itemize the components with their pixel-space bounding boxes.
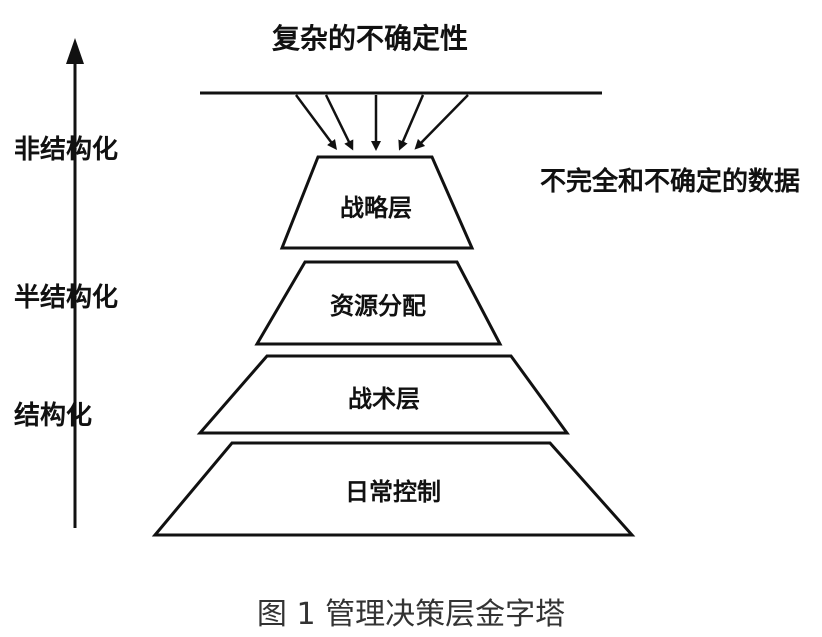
arrow-1 xyxy=(294,94,337,151)
axis-arrow-icon xyxy=(66,38,84,64)
layer-daily-label: 日常控制 xyxy=(345,478,441,506)
axis-label-unstructured: 非结构化 xyxy=(14,135,118,165)
layer-tactical-shape xyxy=(196,354,570,435)
axis-label-structured: 结构化 xyxy=(14,401,92,431)
arrow-2 xyxy=(324,94,354,151)
layer-tactical-label: 战术层 xyxy=(348,385,420,413)
layer-strategic-shape xyxy=(279,155,475,250)
layer-strategic-label: 战略层 xyxy=(340,194,412,222)
converging-arrows xyxy=(294,94,469,151)
side-note: 不完全和不确定的数据 xyxy=(540,166,800,197)
figure-caption: 图 1 管理决策层金字塔 xyxy=(257,597,565,632)
arrow-5 xyxy=(414,94,469,150)
axis-label-semi-structured: 半结构化 xyxy=(14,283,118,313)
layer-daily-shape xyxy=(151,441,636,537)
top-label: 复杂的不确定性 xyxy=(272,22,468,55)
layer-resource-shape xyxy=(254,260,503,346)
layer-resource-label: 资源分配 xyxy=(330,292,426,320)
arrow-4 xyxy=(398,94,425,151)
